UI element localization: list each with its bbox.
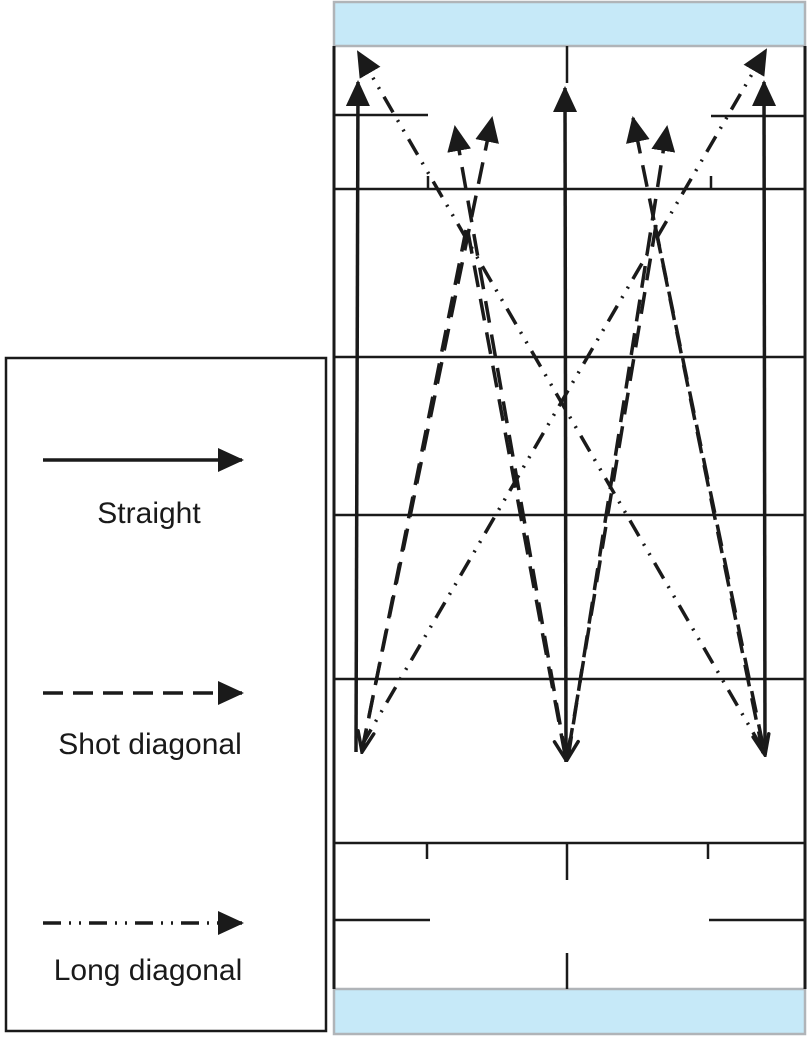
- shot-diagonal-arrow: [653, 224, 765, 755]
- shot-diagonal-arrow: [362, 229, 468, 752]
- shot-diagonal-arrow: [466, 231, 566, 760]
- legend: Straight Shot diagonal Long diagonal: [4, 356, 328, 1033]
- straight-paths: [345, 80, 777, 763]
- shot-diagonal-arrow: [566, 125, 676, 759]
- legend-shot-diagonal-label: Shot diagonal: [58, 728, 242, 761]
- long-diagonal-arrow: [356, 50, 764, 749]
- shot-diagonal-arrow: [567, 224, 658, 760]
- legend-long-diagonal-label: Long diagonal: [54, 954, 243, 987]
- straight-arrow-left: [345, 80, 370, 753]
- straight-arrow-center: [553, 86, 578, 763]
- long-diagonal-paths: [356, 48, 768, 749]
- shot-diagonal-paths: [362, 116, 765, 760]
- long-diagonal-arrow: [360, 48, 768, 746]
- front-wall-band: [332, 0, 807, 48]
- legend-straight-label: Straight: [97, 497, 201, 530]
- back-wall-band: [332, 987, 807, 1036]
- straight-arrow-right: [752, 80, 777, 756]
- court: [332, 0, 807, 1036]
- shot-diagonal-arrow: [447, 125, 568, 759]
